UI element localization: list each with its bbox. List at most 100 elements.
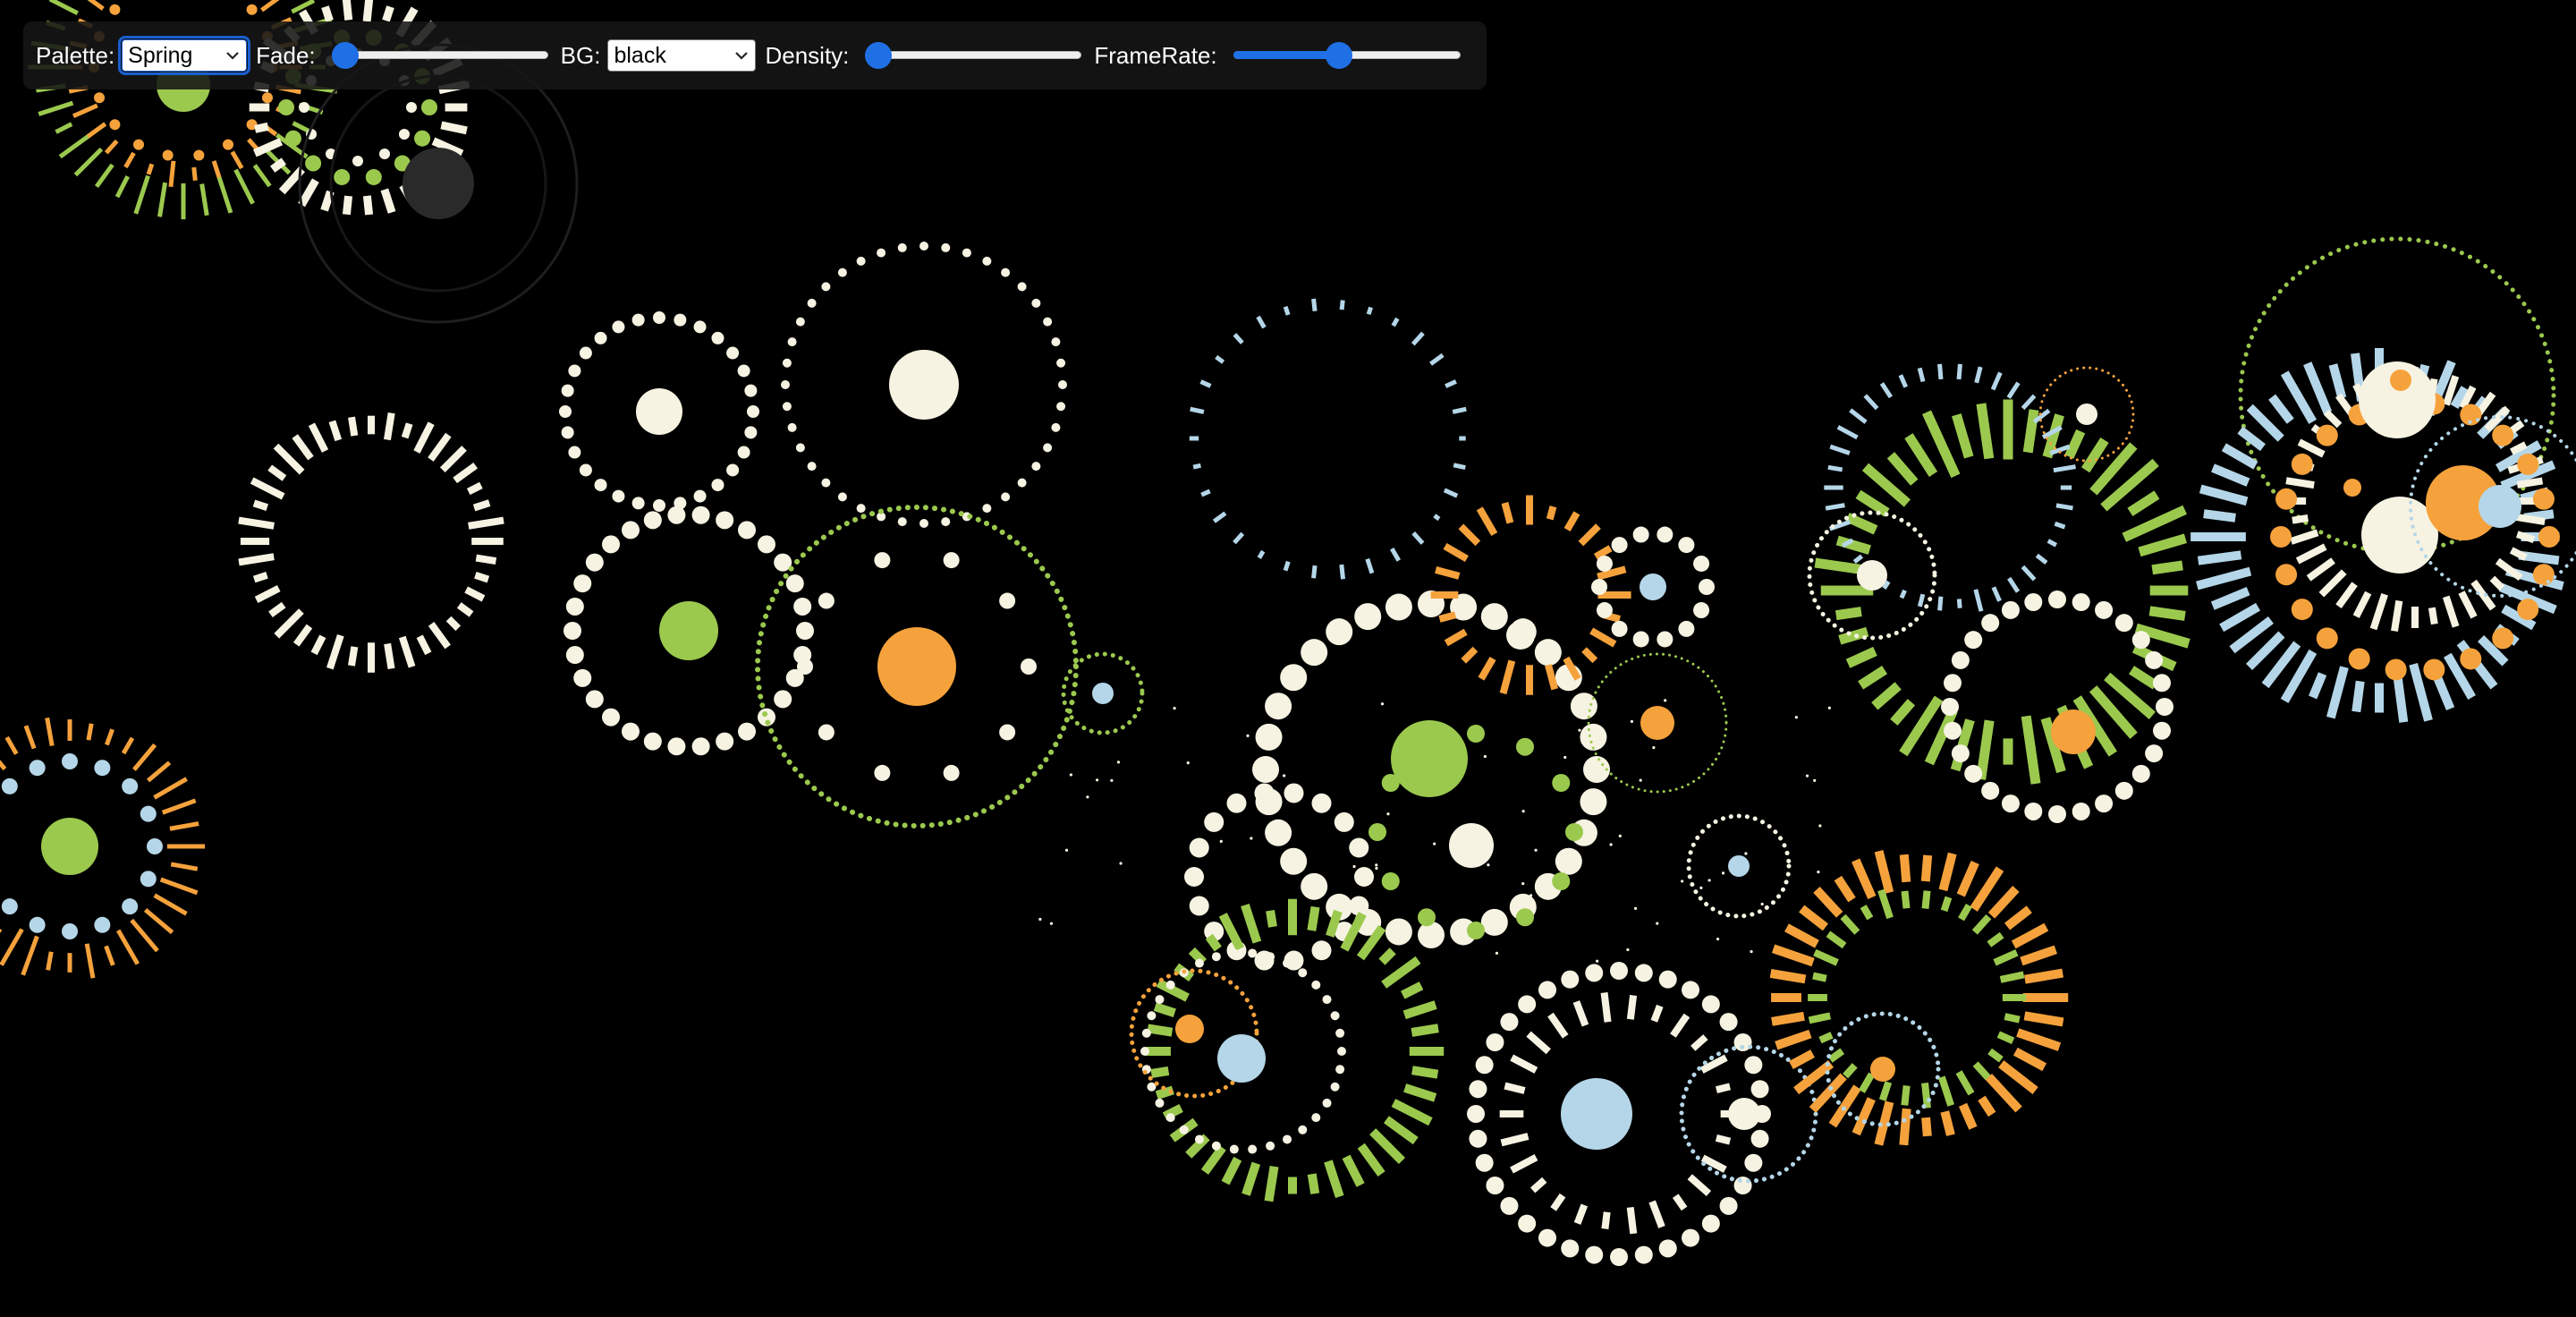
ring-dash	[1987, 1048, 2004, 1063]
ring-dash	[2489, 575, 2505, 591]
ring-dash	[2237, 426, 2266, 452]
ring-dot	[122, 898, 139, 915]
ring-dot	[1467, 725, 1485, 743]
ring-dash	[1809, 1073, 1847, 1113]
ring-dash	[1899, 589, 1907, 599]
framerate-slider[interactable]	[1233, 39, 1461, 72]
framerate-slider-thumb[interactable]	[1325, 42, 1352, 69]
ring-dot	[1155, 995, 1165, 1005]
ring-dash	[2303, 361, 2333, 415]
ring-dash	[2134, 623, 2190, 649]
ring-dot	[565, 597, 584, 616]
ring-dash	[45, 717, 55, 747]
ring-dash	[1307, 1173, 1320, 1194]
ring-dash	[1578, 523, 1601, 547]
ring-dot	[1467, 1105, 1485, 1123]
ring-dash	[2122, 505, 2187, 542]
spark-dot	[1596, 959, 1599, 963]
ring-dash	[1999, 971, 2025, 983]
ring-dot	[1311, 980, 1321, 990]
burst-center-dot	[1640, 706, 1674, 740]
ring-dot	[1596, 555, 1613, 572]
ring-dash	[1956, 860, 1979, 897]
density-slider[interactable]	[865, 39, 1082, 72]
burst-center-dot	[2076, 404, 2097, 425]
ring-dash	[2021, 394, 2037, 411]
ring-dash	[252, 138, 284, 157]
ring-dash	[1563, 656, 1581, 681]
ring-dash	[2229, 616, 2274, 654]
dotted-circle	[1679, 1044, 1818, 1184]
ring-dot	[1585, 1245, 1604, 1264]
ring-dash	[342, 195, 353, 216]
bg-select-value: black	[614, 43, 666, 68]
spark-dot	[1086, 795, 1089, 799]
burst-center-dot	[1391, 720, 1468, 797]
dotted-circle	[1825, 1011, 1941, 1127]
spark-dot	[1487, 863, 1490, 867]
ring-dot	[2348, 648, 2370, 670]
bg-select[interactable]: black	[607, 39, 757, 72]
ring-dash	[1808, 1012, 1832, 1024]
ring-dot	[421, 99, 437, 115]
ring-dash	[2328, 363, 2347, 400]
spark-dot	[1744, 852, 1748, 855]
ring-dash	[1775, 1029, 1812, 1050]
ring-dot	[795, 317, 805, 327]
ring-dot	[62, 753, 78, 769]
ring-dash	[1402, 1000, 1437, 1020]
ring-dash	[2509, 547, 2528, 561]
ring-dash	[1626, 1206, 1638, 1235]
ring-dash	[1996, 1031, 2015, 1045]
ring-dot	[2385, 658, 2407, 681]
ring-dash	[1445, 379, 1457, 388]
dotted-circle	[1807, 510, 1937, 641]
ring-dash	[1917, 593, 1926, 608]
fade-slider-thumb[interactable]	[331, 42, 359, 69]
burst-center-dot	[2361, 497, 2438, 574]
ring-dot	[109, 4, 121, 15]
burst-center-dot	[659, 601, 718, 660]
ring-dash	[2021, 715, 2041, 785]
palette-select[interactable]: Spring	[118, 36, 251, 75]
framerate-slider-fill	[1233, 51, 1339, 59]
ring-dot	[1941, 698, 1959, 716]
ring-dot	[1658, 970, 1677, 989]
ring-dot	[1043, 317, 1053, 327]
ring-dot	[94, 916, 111, 933]
ring-dash	[328, 420, 343, 442]
burst-center-dot	[1561, 1078, 1632, 1150]
ring-dot	[1678, 620, 1695, 637]
ring-dash	[298, 178, 319, 208]
ring-dash	[1878, 1081, 1893, 1101]
ring-dash	[1563, 511, 1580, 532]
ring-dash	[384, 412, 395, 441]
ring-dot	[612, 489, 625, 503]
ring-dash	[1799, 905, 1828, 931]
density-slider-thumb[interactable]	[865, 42, 893, 69]
ring-dash	[2246, 404, 2284, 442]
ring-dash	[1545, 664, 1559, 691]
ring-dash	[1530, 1177, 1547, 1194]
ring-dot	[1165, 980, 1175, 990]
ring-dash	[252, 499, 269, 512]
ring-dash	[2089, 442, 2138, 496]
ring-dash	[157, 182, 168, 217]
ring-dot	[1516, 737, 1534, 756]
ring-dash	[1836, 425, 1859, 440]
ring-dot	[602, 708, 621, 726]
ring-dot	[1678, 537, 1695, 554]
ring-dash	[72, 103, 98, 119]
ring-dash	[1971, 913, 1992, 935]
ring-dash	[2500, 460, 2556, 490]
ring-dash	[131, 743, 157, 771]
ring-dot	[1335, 1028, 1345, 1038]
ring-dash	[2450, 386, 2470, 410]
fade-slider[interactable]	[331, 39, 548, 72]
ring-dash	[1600, 992, 1612, 1023]
spark-dot	[1116, 760, 1121, 764]
ring-dash	[464, 586, 486, 602]
ring-dash	[238, 516, 275, 530]
ring-dot	[1518, 1214, 1537, 1233]
dotted-circle	[1061, 651, 1145, 735]
